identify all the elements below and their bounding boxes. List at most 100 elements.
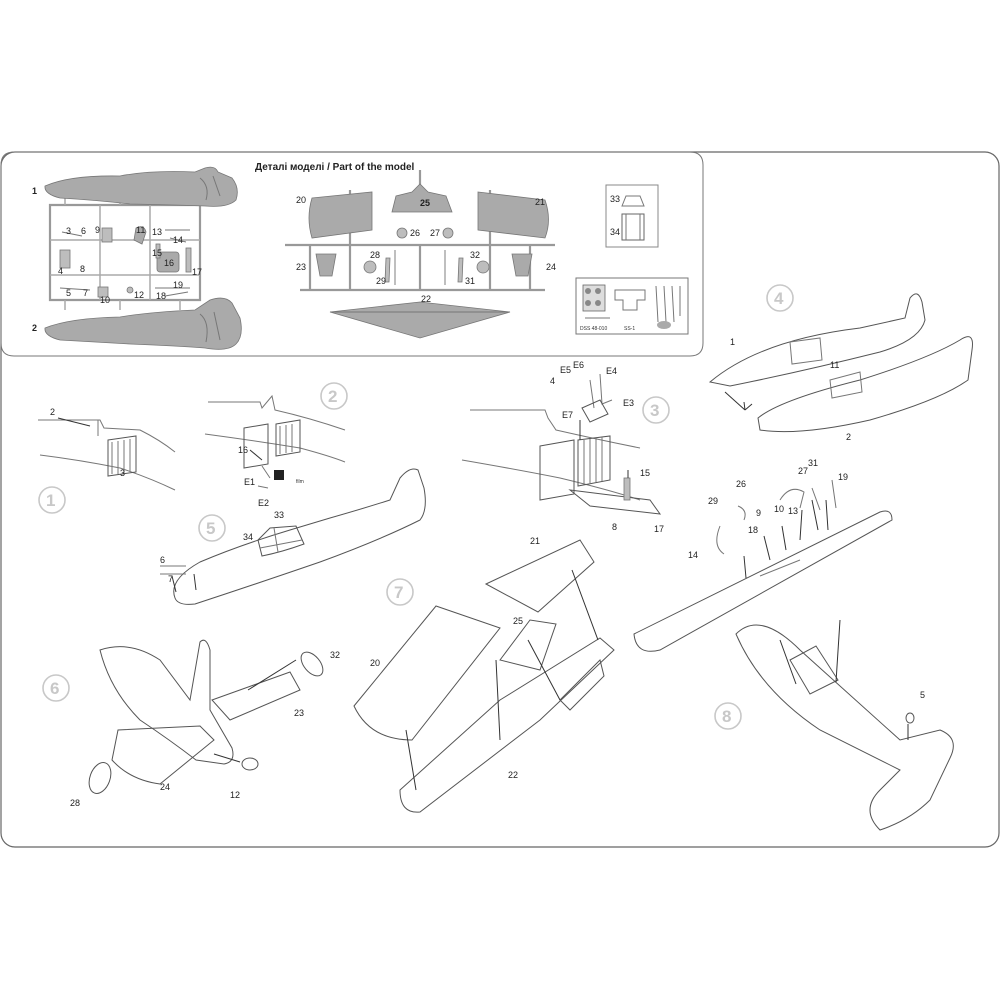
step-4-number: 4 <box>774 289 784 308</box>
step3-label-i: 17 <box>654 524 664 534</box>
part-4 <box>59 249 71 269</box>
label-p20: 20 <box>296 195 306 205</box>
label-p31: 31 <box>465 276 475 286</box>
step8-label-h: 10 <box>774 504 784 514</box>
step4-label-b: 11 <box>830 360 839 370</box>
step5-label-b: 34 <box>243 532 253 542</box>
part-24 <box>511 253 533 277</box>
part-31 <box>457 257 464 283</box>
label-p24: 24 <box>546 262 556 272</box>
step3-label-h: 8 <box>612 522 617 532</box>
pe-fret <box>575 277 689 335</box>
step-7-badge <box>386 578 414 606</box>
step1-label-b: 3 <box>120 468 125 478</box>
step3-label-e: E3 <box>623 398 634 408</box>
step5-label-c: 6 <box>160 555 165 565</box>
label-p19: 19 <box>173 280 183 290</box>
step-5-drawing <box>160 468 426 605</box>
label-p32: 32 <box>470 250 480 260</box>
fuselage-half-right <box>44 297 242 350</box>
step6-label-c: 24 <box>160 782 170 792</box>
label-p14: 14 <box>173 235 183 245</box>
label-p21: 21 <box>535 197 545 207</box>
step8-label-a: 27 <box>798 466 808 476</box>
part-23 <box>315 253 337 277</box>
label-p6: 6 <box>81 226 86 236</box>
step2-label-b: E1 <box>244 477 255 487</box>
step-1-drawing <box>38 417 176 491</box>
step-1-number: 1 <box>46 491 55 510</box>
step-6-drawing <box>88 639 324 794</box>
step-5-number: 5 <box>206 519 215 538</box>
label-p12: 12 <box>134 290 144 300</box>
film-panel <box>274 470 284 480</box>
label-p4: 4 <box>58 266 63 276</box>
label-p3: 3 <box>66 226 71 236</box>
pe-code-1: DSS 48-010 <box>580 326 607 332</box>
step3-label-a: E5 <box>560 365 571 375</box>
step-3-number: 3 <box>650 401 659 420</box>
part-12 <box>126 286 134 294</box>
step6-label-b: 23 <box>294 708 304 718</box>
step3-label-f: E7 <box>562 410 573 420</box>
fuselage-half-left <box>44 166 238 207</box>
step-3-badge <box>642 396 670 424</box>
step-6-badge <box>42 674 70 702</box>
step7-label-c: 20 <box>370 658 380 668</box>
step-5-badge <box>198 514 226 542</box>
step6-label-d: 12 <box>230 790 240 800</box>
label-p26: 26 <box>410 228 420 238</box>
part-22 <box>329 301 511 339</box>
step2-label-a: 16 <box>238 445 248 455</box>
label-p10: 10 <box>100 295 110 305</box>
step8-label-i: 13 <box>788 506 798 516</box>
label-p28: 28 <box>370 250 380 260</box>
label-p22: 22 <box>421 294 431 304</box>
label-p23: 23 <box>296 262 306 272</box>
step2-film: film <box>296 479 304 485</box>
part-32 <box>476 260 490 274</box>
step4-label-a: 1 <box>730 337 735 347</box>
step-7-drawing <box>353 539 615 813</box>
part-28 <box>363 260 377 274</box>
sprue-fuselage <box>44 166 242 350</box>
part-11 <box>133 226 147 245</box>
label-p5: 5 <box>66 288 71 298</box>
label-p7: 7 <box>83 288 88 298</box>
part-27 <box>442 227 454 239</box>
label-p27: 27 <box>430 228 440 238</box>
step7-label-b: 25 <box>513 616 523 626</box>
label-p29: 29 <box>376 276 386 286</box>
label-p1: 1 <box>32 186 37 196</box>
step3-label-d: 4 <box>550 376 555 386</box>
step-2-number: 2 <box>328 387 337 406</box>
step7-label-d: 22 <box>508 770 518 780</box>
step-1-badge <box>38 486 66 514</box>
step-4-drawing <box>708 293 973 433</box>
step-6-number: 6 <box>50 679 59 698</box>
step-8-badge <box>714 702 742 730</box>
step8-label-c: 19 <box>838 472 848 482</box>
step2-label-c: E2 <box>258 498 269 508</box>
label-p16: 16 <box>164 258 174 268</box>
step6-label-e: 28 <box>70 798 80 808</box>
step3-label-b: E6 <box>573 360 584 370</box>
step8-label-b: 31 <box>808 458 818 468</box>
label-p8: 8 <box>80 264 85 274</box>
part-21 <box>477 191 549 239</box>
step8-label-f: 9 <box>756 508 761 518</box>
part-20 <box>308 191 373 239</box>
label-p34: 34 <box>610 227 620 237</box>
part-29 <box>384 257 391 283</box>
label-p17: 17 <box>192 267 202 277</box>
label-p15: 15 <box>152 248 162 258</box>
step-4-badge <box>766 284 794 312</box>
step-3-drawing <box>461 373 662 515</box>
step1-label-a: 2 <box>50 407 55 417</box>
step-8-drawing <box>633 479 954 831</box>
step5-label-a: 33 <box>274 510 284 520</box>
parts-panel <box>0 151 704 357</box>
part-10 <box>97 286 109 298</box>
label-p13: 13 <box>152 227 162 237</box>
